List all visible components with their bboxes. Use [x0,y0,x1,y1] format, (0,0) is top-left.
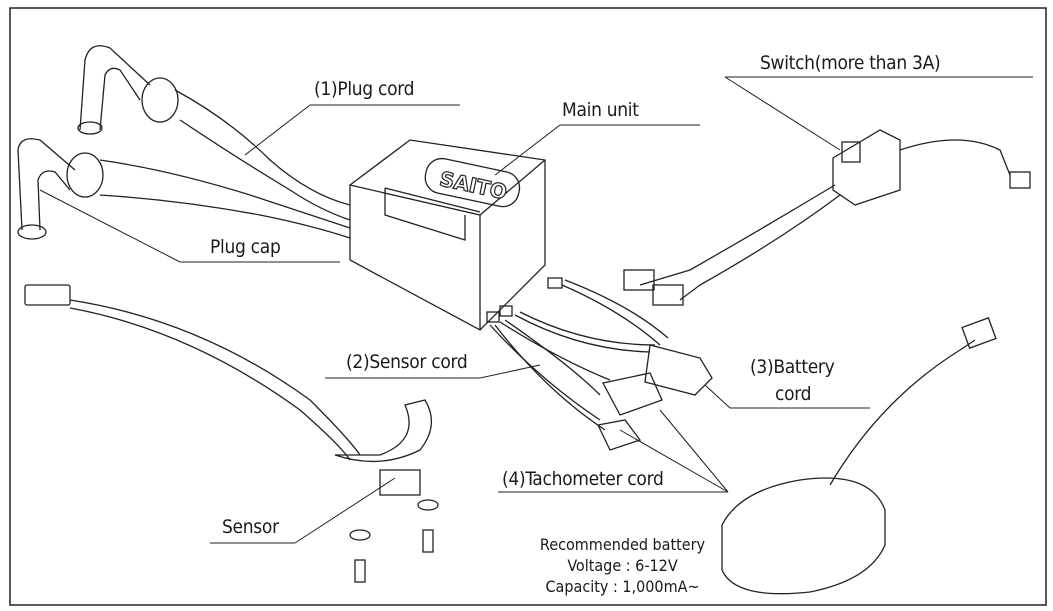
unit-cords-drawing [489,279,713,451]
label-main-unit: Main unit [562,99,639,121]
label-tachometer-cord: (4)Tachometer cord [502,468,664,490]
leader-lines [39,76,1033,544]
label-sensor-cord: (2)Sensor cord [346,351,468,373]
frame-border [9,7,1047,606]
label-plug-cap: Plug cap [210,236,281,258]
battery-drawing [721,317,997,595]
sensor-drawing [24,284,439,583]
switch-drawing [623,129,1031,306]
main-unit-drawing: SAITO [349,139,563,331]
label-sensor: Sensor [222,516,279,538]
label-plug-cord: (1)Plug cord [314,78,415,100]
label-switch: Switch(more than 3A) [760,52,941,74]
plug-cord-drawing [17,45,351,240]
battery-note: Recommended battery Voltage : 6-12V Capa… [520,534,725,597]
battery-note-title: Recommended battery [539,535,706,554]
label-battery-cord-2: cord [775,383,812,405]
battery-note-capacity: Capacity : 1,000mA~ [545,577,700,596]
label-battery-cord-1: (3)Battery [750,356,835,378]
battery-note-voltage: Voltage : 6-12V [567,556,678,575]
